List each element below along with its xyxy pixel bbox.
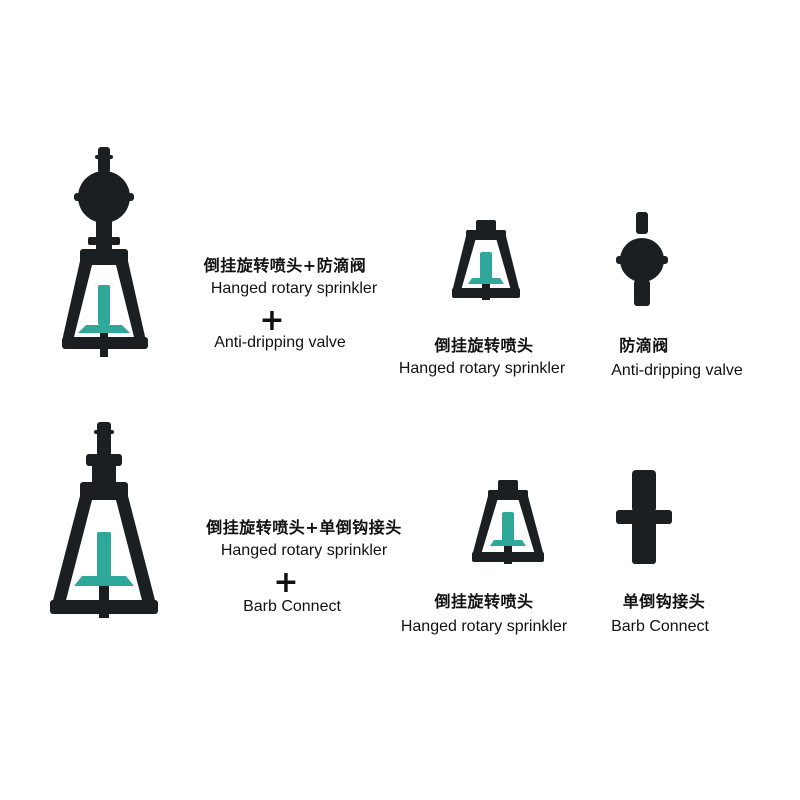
- part1-title-en-2: Hanged rotary sprinkler: [400, 618, 568, 635]
- hanged-rotary-sprinkler-image-2: [472, 480, 544, 564]
- part1-title-cn-2: 倒挂旋转喷头: [434, 592, 534, 611]
- part2-title-en-2: Barb Connect: [611, 618, 709, 635]
- hanged-rotary-sprinkler-image: [452, 220, 520, 300]
- combo2-title-cn: 倒挂旋转喷头+单倒钩接头: [206, 518, 402, 537]
- part1-title-cn: 倒挂旋转喷头: [434, 336, 534, 355]
- part2-title-cn: 防滴阀: [619, 336, 669, 355]
- part1-title-en: Hanged rotary sprinkler: [398, 360, 566, 377]
- plus-sign: +: [259, 303, 285, 338]
- plus-sign-2: +: [273, 565, 299, 600]
- sprinkler-with-valve-image: [62, 147, 148, 357]
- combo-title-en: Hanged rotary sprinkler: [210, 280, 378, 297]
- combo-subtitle-en: Anti-dripping valve: [214, 334, 346, 351]
- combo2-title-en: Hanged rotary sprinkler: [220, 542, 388, 559]
- barb-connector-image: [616, 470, 672, 564]
- anti-dripping-valve-image: [616, 212, 668, 306]
- sprinkler-with-barb-image: [50, 422, 158, 618]
- part2-title-cn-2: 单倒钩接头: [622, 592, 706, 611]
- combo-title-cn: 倒挂旋转喷头+防滴阀: [203, 256, 367, 275]
- combo2-subtitle-en: Barb Connect: [243, 598, 341, 615]
- part2-title-en: Anti-dripping valve: [611, 362, 743, 379]
